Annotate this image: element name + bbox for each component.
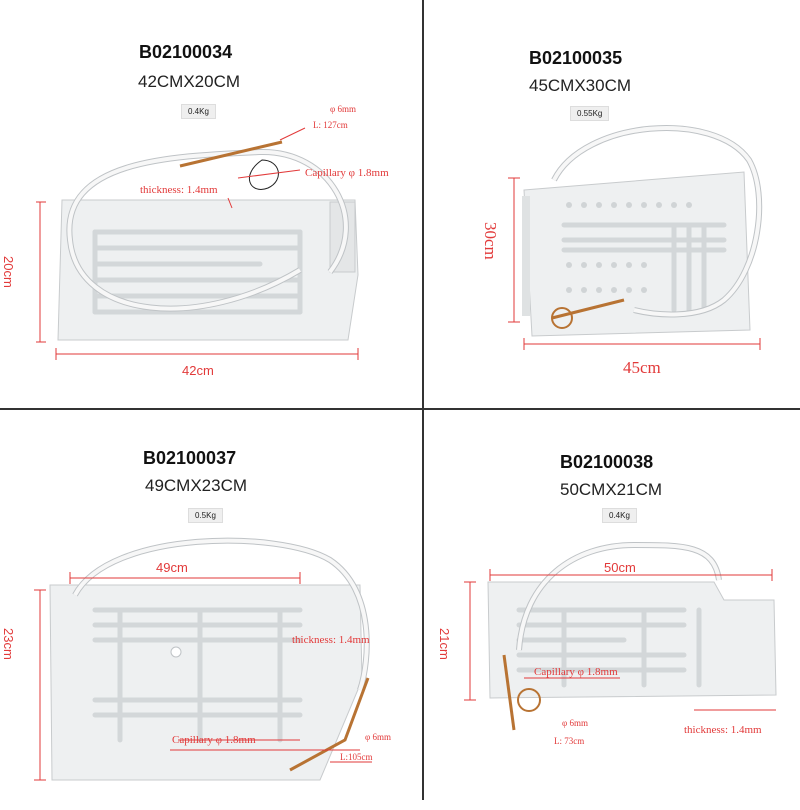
tube-diameter-label: φ 6mm xyxy=(330,104,356,114)
tube-diameter-label: φ 6mm xyxy=(365,732,391,742)
tube-length-label: L: 127cm xyxy=(313,120,348,130)
product-code: B02100037 xyxy=(143,448,237,468)
width-dimension: 42cm xyxy=(182,363,214,378)
product-card-4: B02100038 50CMX21CM 0.4Kg 50cm 21cm Capi… xyxy=(424,410,800,810)
product-dimensions: 49CMX23CM xyxy=(145,476,248,495)
evaporator-plate-image-1 xyxy=(36,127,359,360)
tube-length-label: L:105cm xyxy=(340,752,373,762)
horizontal-divider xyxy=(0,408,800,410)
height-dimension: 21cm xyxy=(437,628,452,660)
product-code: B02100035 xyxy=(529,48,623,68)
thickness-label: thickness: 1.4mm xyxy=(684,724,762,736)
thickness-label: thickness: 1.4mm xyxy=(140,184,218,196)
width-dimension: 49cm xyxy=(156,560,188,575)
capillary-label: Capillary φ 1.8mm xyxy=(172,734,256,746)
height-dimension: 30cm xyxy=(481,222,500,260)
capillary-label: Capillary φ 1.8mm xyxy=(534,666,618,678)
weight-badge: 0.5Kg xyxy=(188,508,223,523)
width-dimension: 45cm xyxy=(623,358,661,377)
plate-dots xyxy=(566,202,692,293)
tube-length-label: L: 73cm xyxy=(554,736,585,746)
weight-badge: 0.4Kg xyxy=(602,508,637,523)
weight-badge: 0.4Kg xyxy=(181,104,216,119)
evaporator-plate-image-3 xyxy=(34,537,372,781)
product-card-1: B02100034 42CMX20CM 0.4Kg φ 6mm L: 127cm… xyxy=(0,0,400,400)
product-dimensions: 50CMX21CM xyxy=(560,480,663,499)
height-dimension: 23cm xyxy=(1,628,16,660)
weight-badge: 0.55Kg xyxy=(570,106,610,121)
evaporator-plate-image-4 xyxy=(464,541,777,731)
product-code: B02100034 xyxy=(139,42,233,62)
vertical-divider xyxy=(422,0,424,800)
product-dimensions: 42CMX20CM xyxy=(138,72,241,91)
height-dimension: 20cm xyxy=(1,256,16,288)
tube-diameter-label: φ 6mm xyxy=(562,718,588,728)
product-card-3: B02100037 49CMX23CM 0.5Kg 49cm 23cm thic… xyxy=(0,410,400,810)
evaporator-plate-image-2 xyxy=(508,125,763,350)
width-dimension: 50cm xyxy=(604,560,636,575)
capillary-label: Capillary φ 1.8mm xyxy=(305,167,389,179)
product-dimensions: 45CMX30CM xyxy=(529,76,632,95)
thickness-label: thickness: 1.4mm xyxy=(292,634,370,646)
product-card-2: B02100035 45CMX30CM 0.55Kg 30cm 45cm xyxy=(424,0,800,400)
product-code: B02100038 xyxy=(560,452,654,472)
